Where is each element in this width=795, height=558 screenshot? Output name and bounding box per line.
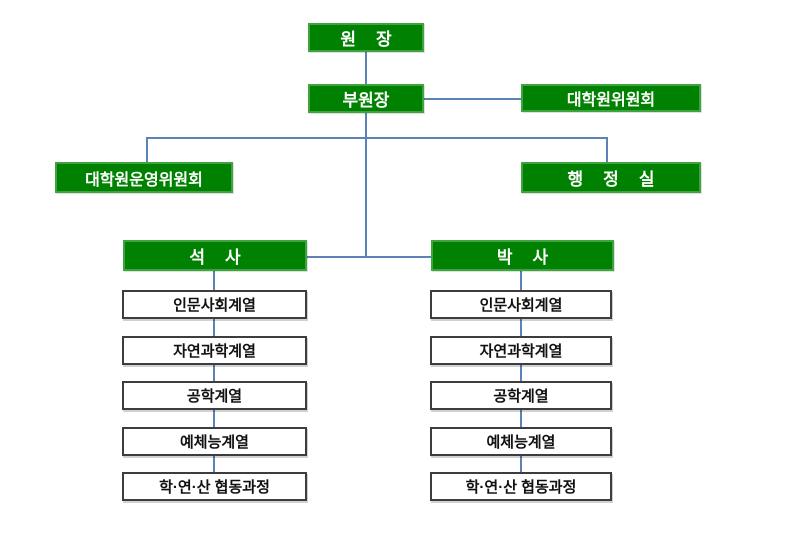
connector-masters-stub-2 [213,319,215,336]
node-director: 원 장 [308,23,424,52]
dept-doctoral-natural-sciences: 자연과학계열 [430,336,612,365]
dept-doctoral-engineering: 공학계열 [430,381,612,410]
dept-masters-cooperative-program: 학·연·산 협동과정 [122,472,307,501]
connector-masters-stub-3 [213,365,215,381]
dept-doctoral-cooperative-program: 학·연·산 협동과정 [430,472,612,501]
connector-vice-gradcommittee [424,98,521,100]
connector-director-vice [365,52,367,84]
node-admin-office: 행 정 실 [521,162,701,193]
connector-masters-stub-1 [213,271,215,290]
connector-drop-operating [146,137,148,162]
node-vice-director: 부원장 [308,84,424,113]
connector-masters-stub-4 [213,410,215,427]
connector-drop-admin [606,137,608,162]
connector-doctoral-stub-3 [520,365,522,381]
connector-masters-doctoral [307,256,431,258]
dept-doctoral-arts-sports: 예체능계열 [430,427,612,456]
dept-masters-humanities: 인문사회계열 [122,290,307,319]
node-masters: 석 사 [123,240,307,271]
connector-doctoral-stub-2 [520,319,522,336]
connector-vice-central-drop [365,113,367,258]
node-operating-committee: 대학원운영위원회 [55,162,233,193]
dept-doctoral-humanities: 인문사회계열 [430,290,612,319]
connector-doctoral-stub-5 [520,456,522,472]
connector-masters-stub-5 [213,456,215,472]
node-doctoral: 박 사 [431,240,614,271]
connector-doctoral-stub-1 [520,271,522,290]
dept-masters-engineering: 공학계열 [122,381,307,410]
dept-masters-arts-sports: 예체능계열 [122,427,307,456]
node-grad-committee: 대학원위원회 [521,84,701,112]
connector-doctoral-stub-4 [520,410,522,427]
connector-branch-horizontal [146,137,608,139]
dept-masters-natural-sciences: 자연과학계열 [122,336,307,365]
